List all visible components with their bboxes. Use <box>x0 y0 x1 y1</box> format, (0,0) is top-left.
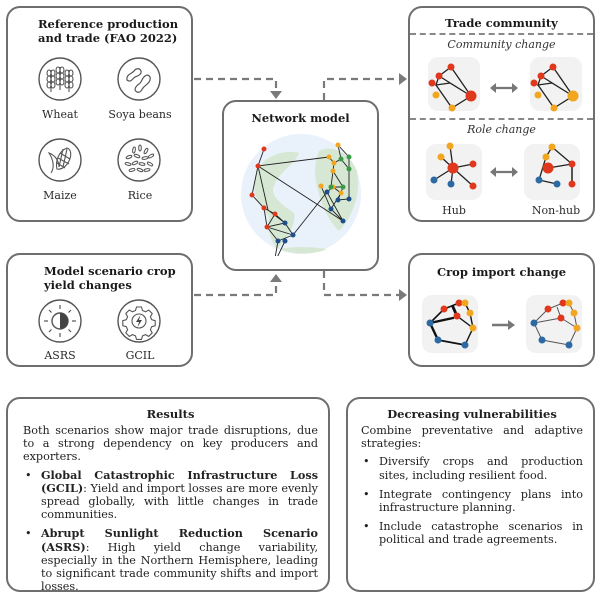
results-title: Results <box>146 407 195 421</box>
vulnerabilities-title: Decreasing vulnerabilities <box>387 407 557 421</box>
vulnerabilities-panel: Decreasing vulnerabilities Combine preve… <box>346 397 595 592</box>
node-green <box>338 156 344 162</box>
vulnerabilities-bullet: Diversify crops and production sites, in… <box>361 455 583 481</box>
soya-beans-label: Soya beans <box>108 108 172 121</box>
sun-half-icon <box>38 299 82 343</box>
node-red <box>249 192 255 198</box>
node-red <box>261 146 267 152</box>
arrowhead-down <box>270 91 282 99</box>
results-intro: Both scenarios show major trade disrupti… <box>23 424 318 464</box>
maize-label: Maize <box>43 189 77 202</box>
model-scenario-box: Model scenario crop yield changes ASRS G… <box>6 253 193 367</box>
wheat-label: Wheat <box>42 108 78 121</box>
node-red <box>272 211 278 217</box>
results-bullet-gcil: Global Catastrophic Infrastructure Loss … <box>23 468 318 522</box>
arrowhead-right-trade <box>399 73 407 85</box>
role-change-label: Role change <box>467 123 536 136</box>
network-title: Network model <box>251 111 350 125</box>
node-blue <box>335 197 341 203</box>
scenario-title: Model scenario crop yield changes <box>44 264 176 292</box>
reference-production-box: Reference production and trade (FAO 2022… <box>6 6 193 222</box>
crop-import-illustration <box>422 295 582 353</box>
rice-icon <box>117 138 161 182</box>
node-blue <box>275 238 281 244</box>
network-model-box: Network model <box>222 100 379 271</box>
arrowhead-right-crop <box>399 289 407 301</box>
crop-import-title: Crop import change <box>436 265 567 279</box>
node-orange <box>331 160 337 166</box>
arrow-network-to-crop <box>322 271 400 297</box>
node-blue <box>290 232 296 238</box>
node-orange <box>338 190 344 196</box>
bidirectional-arrow-icon <box>490 167 518 177</box>
role-change-illustration <box>426 142 580 200</box>
divider <box>410 118 593 120</box>
trade-title: Trade community <box>445 16 558 30</box>
wheat-icon <box>38 57 82 101</box>
right-arrow-icon <box>492 320 515 330</box>
node-orange <box>318 183 324 189</box>
node-blue <box>328 206 334 212</box>
arrow-scenario-to-network <box>194 283 278 297</box>
gear-lightning-icon <box>117 299 161 343</box>
node-red <box>255 163 261 169</box>
globe-network-nodes <box>249 142 352 244</box>
node-green <box>340 184 346 190</box>
maize-icon <box>38 138 82 182</box>
reference-title: Reference production and trade (FAO 2022… <box>38 17 179 45</box>
node-blue <box>282 220 288 226</box>
arrow-network-to-trade <box>322 77 400 100</box>
node-red <box>264 224 270 230</box>
node-green <box>346 154 352 160</box>
soya-beans-icon <box>117 57 161 101</box>
node-blue <box>340 218 346 224</box>
vulnerabilities-intro: Combine preventative and adaptive strate… <box>361 424 583 451</box>
asrs-label: ASRS <box>44 349 76 362</box>
trade-community-box: Trade community Community change Role ch… <box>408 6 595 222</box>
arrowhead-up <box>270 274 282 282</box>
node-blue <box>282 238 288 244</box>
results-panel: Results Both scenarios show major trade … <box>6 397 330 594</box>
node-green <box>328 184 334 190</box>
node-orange <box>330 168 336 174</box>
results-list: Global Catastrophic Infrastructure Loss … <box>23 468 318 594</box>
divider <box>410 33 593 35</box>
node-green <box>346 166 352 172</box>
arrow-reference-to-network <box>194 77 278 93</box>
node-orange <box>335 142 341 148</box>
hub-label: Hub <box>442 204 466 217</box>
node-blue <box>324 189 330 195</box>
gcil-label: GCIL <box>125 349 155 362</box>
vulnerabilities-bullet: Integrate contingency plans into infrast… <box>361 488 583 514</box>
nonhub-label: Non-hub <box>531 204 581 217</box>
node-red <box>261 205 267 211</box>
community-change-illustration <box>428 57 582 112</box>
node-blue <box>346 196 352 202</box>
bidirectional-arrow-icon <box>490 83 518 93</box>
vulnerabilities-list: Diversify crops and production sites, in… <box>361 455 583 546</box>
crop-import-change-box: Crop import change <box>408 253 595 367</box>
rice-label: Rice <box>127 189 153 202</box>
vulnerabilities-bullet: Include catastrophe scenarios in politic… <box>361 520 583 546</box>
results-bullet-asrs: Abrupt Sunlight Reduction Scenario (ASRS… <box>23 527 318 593</box>
node-orange <box>326 154 332 160</box>
community-change-label: Community change <box>447 38 556 51</box>
